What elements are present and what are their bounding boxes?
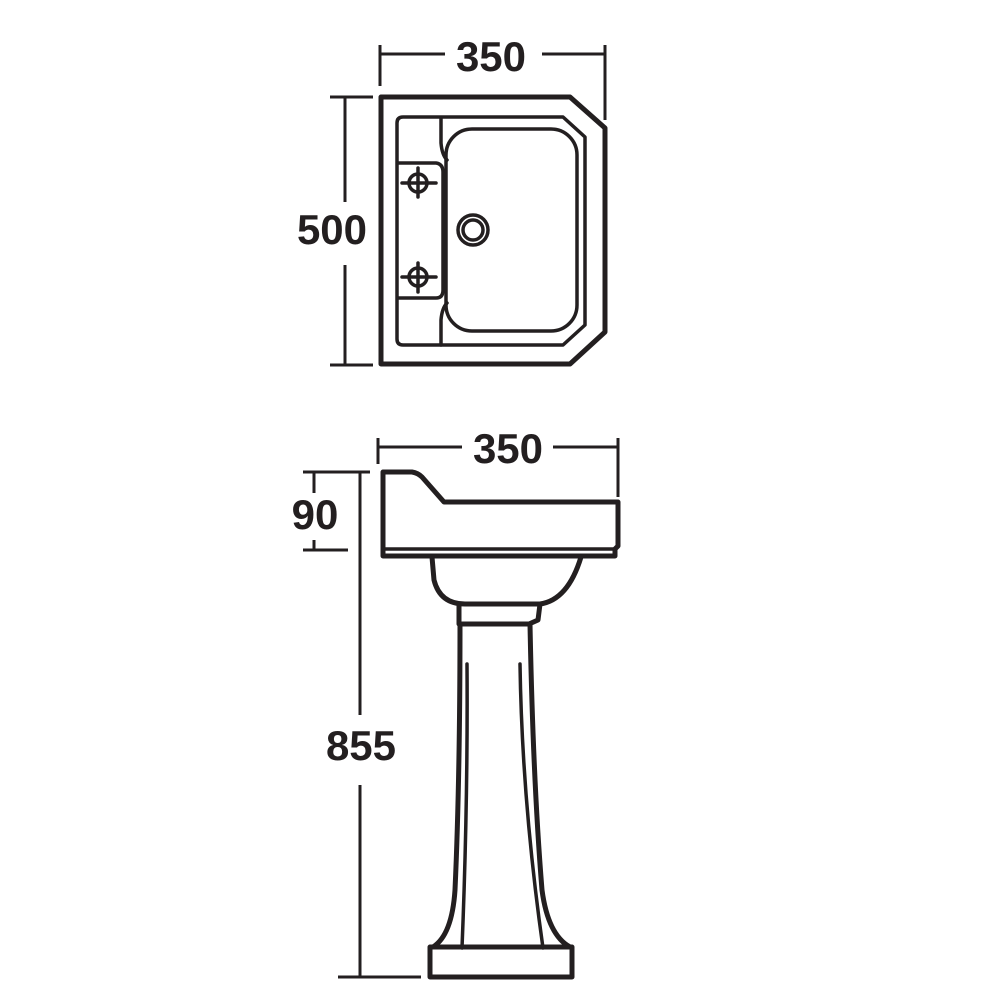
- basin-outline: [378, 94, 608, 367]
- top-depth-label: 500: [297, 206, 367, 253]
- tap-deck: [396, 116, 449, 347]
- basin-height-dimension: 90: [292, 470, 370, 552]
- tap-hole-icon: [400, 261, 438, 294]
- pedestal-base: [427, 944, 575, 980]
- top-depth-dimension: 500: [297, 95, 373, 367]
- pedestal-column: [430, 621, 573, 950]
- overall-height-dimension: 855: [326, 472, 421, 979]
- basin-height-label: 90: [292, 491, 339, 538]
- pedestal-collar: [456, 601, 543, 627]
- top-width-dimension: 350: [378, 33, 607, 120]
- bowl: [444, 127, 579, 333]
- top-width-label: 350: [456, 33, 526, 80]
- front-width-label: 350: [473, 425, 543, 472]
- overall-height-label: 855: [326, 722, 396, 769]
- front-width-dimension: 350: [376, 425, 620, 497]
- front-view: 350 90 855: [292, 425, 621, 980]
- basin-front: [380, 469, 621, 559]
- basin-underside: [429, 554, 584, 607]
- tap-hole-icon: [400, 166, 438, 199]
- drain-icon: [456, 213, 490, 247]
- basin-rim: [395, 115, 587, 347]
- top-view: 350 500: [297, 33, 608, 367]
- pedestal-flute: [460, 662, 545, 950]
